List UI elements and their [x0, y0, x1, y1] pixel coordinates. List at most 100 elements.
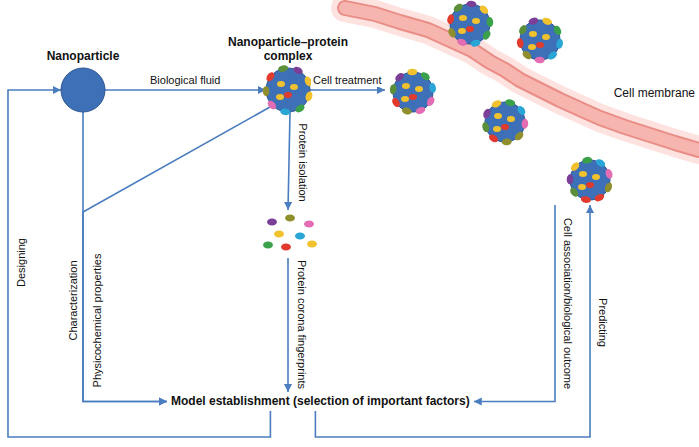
- cell-membrane-region: Cell membrane: [385, 0, 699, 205]
- corona-protein: [419, 71, 431, 82]
- corona-protein: [415, 106, 427, 116]
- protein-dot: [281, 244, 291, 251]
- corona-protein: [555, 38, 563, 49]
- corona-protein: [513, 130, 525, 142]
- corona-protein: [521, 49, 533, 61]
- membrane-edge: [345, 8, 699, 150]
- membrane-label: Cell membrane: [614, 86, 695, 100]
- corona-protein: [486, 17, 494, 28]
- complex-node: Nanoparticle–protein complex: [266, 68, 310, 112]
- corona-protein: [528, 44, 536, 50]
- corona-protein: [592, 174, 600, 180]
- corona-protein: [604, 168, 613, 180]
- corona-protein: [478, 4, 490, 16]
- corona-protein: [552, 24, 563, 36]
- corona-protein: [458, 28, 466, 34]
- corona-protein: [481, 29, 492, 41]
- corona-protein: [580, 195, 591, 204]
- corona-protein: [516, 38, 524, 49]
- protein-dot: [274, 231, 284, 238]
- arrowhead: [284, 384, 292, 392]
- corona-protein: [394, 71, 406, 83]
- corona-protein: [304, 91, 313, 102]
- corona-protein: [459, 15, 467, 21]
- corona-protein: [507, 116, 515, 122]
- corona-protein: [402, 83, 410, 89]
- model-box: Model establishment (selection of import…: [167, 392, 474, 411]
- corona-protein: [277, 64, 288, 73]
- protein-dot: [263, 242, 273, 249]
- connector-line: [310, 89, 385, 91]
- edge-label: Cell association/biological outcome: [561, 216, 574, 391]
- corona-protein: [456, 37, 468, 47]
- corona-protein: [389, 84, 397, 95]
- corona-protein: [604, 182, 614, 194]
- arrowhead: [377, 86, 385, 94]
- corona-protein: [452, 2, 464, 13]
- corona-protein: [290, 84, 298, 90]
- corona-protein: [521, 118, 528, 129]
- corona-protein: [407, 69, 417, 76]
- corona-protein: [292, 65, 304, 75]
- protein-dot: [304, 221, 314, 228]
- connector-line: [105, 89, 266, 91]
- node-heading: Nanoparticle: [28, 49, 138, 63]
- corona-protein: [262, 86, 269, 96]
- connector: [8, 86, 270, 437]
- connector: [105, 86, 266, 94]
- corona-protein: [409, 94, 417, 100]
- arrowhead: [474, 398, 482, 406]
- corona-protein: [428, 82, 437, 93]
- connector-line: [83, 107, 270, 402]
- corona-protein: [446, 14, 455, 25]
- protein-dot: [267, 219, 277, 226]
- corona-protein: [491, 99, 503, 109]
- protein-dot: [285, 215, 295, 222]
- corona-protein: [569, 161, 581, 173]
- corona-protein: [466, 0, 476, 7]
- connector: [474, 205, 555, 406]
- corona-protein: [579, 171, 587, 177]
- corona-protein: [569, 186, 580, 198]
- edge-label: Protein isolation: [296, 121, 309, 203]
- edge-label: Cell treatment: [311, 74, 383, 87]
- connector-line: [287, 258, 289, 392]
- annotation-label: Protein corona fingerprints: [295, 258, 308, 391]
- protein-dot: [295, 233, 305, 240]
- corona-protein: [586, 182, 594, 188]
- corona-protein: [391, 97, 402, 109]
- corona-protein: [482, 108, 492, 120]
- nanoparticle-core: [61, 68, 105, 112]
- arrowhead: [159, 398, 167, 406]
- corona-protein: [415, 86, 423, 92]
- node-heading: Nanoparticle–protein complex: [218, 35, 358, 63]
- corona-protein: [528, 16, 540, 25]
- corona-protein: [266, 99, 278, 111]
- corona-protein: [276, 94, 284, 100]
- annotation-label: Physicochemical properties: [91, 252, 104, 390]
- corona-protein: [493, 126, 501, 132]
- corona-protein: [466, 26, 474, 32]
- connector-line: [8, 90, 270, 437]
- corona-protein: [488, 133, 500, 144]
- corona-protein: [505, 98, 516, 107]
- corona-protein: [535, 57, 545, 64]
- protein-dot: [307, 241, 317, 248]
- corona-protein: [595, 158, 607, 169]
- corona-protein: [529, 31, 537, 37]
- corona-protein: [547, 50, 559, 61]
- arrowhead: [586, 205, 594, 213]
- corona-protein: [578, 184, 586, 190]
- corona-protein: [567, 174, 574, 184]
- corona-protein: [481, 122, 490, 133]
- edge-label: Designing: [15, 236, 28, 289]
- corona-protein: [470, 39, 481, 48]
- corona-protein: [516, 105, 527, 117]
- corona-protein: [582, 156, 593, 164]
- corona-protein: [284, 92, 292, 98]
- corona-protein: [501, 138, 512, 145]
- connector-line: [288, 112, 290, 210]
